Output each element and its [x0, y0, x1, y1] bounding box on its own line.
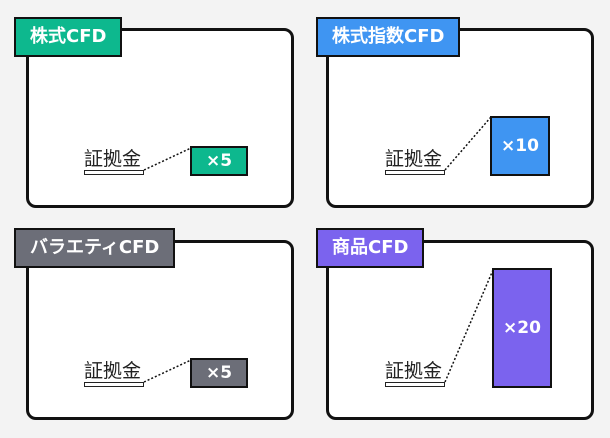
- margin-label: 証拠金: [84, 148, 142, 170]
- panel-tag: 株式CFD: [14, 17, 123, 57]
- leverage-box: ×5: [190, 146, 248, 176]
- leverage-box: ×10: [490, 116, 550, 176]
- leverage-box: ×5: [190, 358, 248, 388]
- panel-card: [26, 240, 294, 420]
- margin-label: 証拠金: [84, 360, 142, 382]
- margin-underline: [84, 170, 144, 175]
- margin-label: 証拠金: [385, 360, 443, 382]
- margin-underline: [385, 382, 445, 387]
- margin-underline: [84, 382, 144, 387]
- margin-label: 証拠金: [385, 148, 443, 170]
- leverage-box: ×20: [492, 268, 552, 388]
- panel-tag: 株式指数CFD: [316, 17, 461, 57]
- panel-card: [26, 28, 294, 208]
- margin-underline: [385, 170, 445, 175]
- panel-tag: 商品CFD: [316, 228, 425, 268]
- panel-tag: バラエティCFD: [14, 228, 176, 268]
